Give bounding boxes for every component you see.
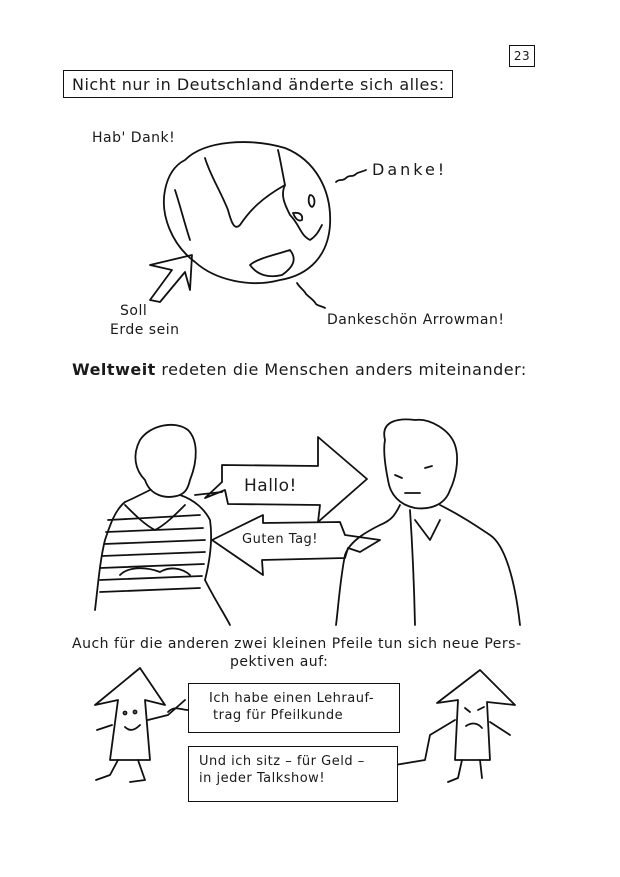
woman-drawing [94, 423, 231, 626]
globe-drawing [163, 141, 367, 309]
label-erde-sein: Erde sein [110, 322, 180, 338]
heading-rest: redeten die Menschen anders miteinander: [161, 360, 527, 379]
page-title-caption: Nicht nur in Deutschland änderte sich al… [63, 70, 453, 98]
label-soll: Soll [120, 303, 148, 319]
section-heading-weltweit: Weltweit redeten die Menschen anders mit… [72, 360, 527, 379]
box2-line1: Und ich sitz – für Geld – [199, 754, 365, 769]
label-dankeschoen-arrowman: Dankeschön Arrowman! [327, 312, 505, 328]
connector-line [167, 707, 189, 713]
pointer-arrow-drawing [149, 254, 193, 303]
heading-bold-word: Weltweit [72, 360, 156, 379]
speech-box-talkshow: Und ich sitz – für Geld – in jeder Talks… [188, 746, 398, 802]
hallo-arrow-drawing [204, 436, 368, 523]
box1-line2: trag für Pfeilkunde [213, 708, 344, 723]
label-danke: Danke! [372, 160, 448, 179]
speech-guten-tag: Guten Tag! [242, 532, 318, 547]
section-heading-pfeile: Auch für die anderen zwei kleinen Pfeile… [72, 636, 522, 652]
guten-tag-arrow-drawing [211, 514, 381, 576]
speech-box-lehrauftrag: Ich habe einen Lehrauf- trag für Pfeilku… [188, 683, 400, 733]
right-arrow-character-drawing [394, 669, 516, 783]
speech-hallo: Hallo! [244, 476, 297, 496]
section-heading-pfeile-line2: pektiven auf: [230, 654, 329, 670]
box2-line2: in jeder Talkshow! [199, 771, 326, 786]
label-habdank: Hab' Dank! [92, 130, 176, 146]
page-number: 23 [509, 45, 535, 67]
box1-line1: Ich habe einen Lehrauf- [209, 691, 375, 706]
left-arrow-character-drawing [94, 667, 186, 783]
man-drawing [335, 418, 521, 626]
